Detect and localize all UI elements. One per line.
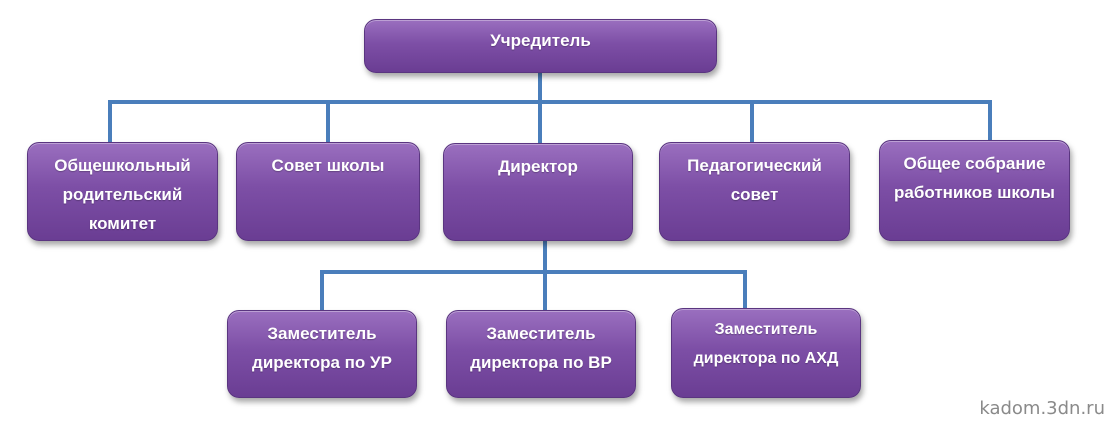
node-pedagogical-council: Педагогический совет <box>659 142 850 241</box>
node-school-council-label: Совет школы <box>271 156 385 175</box>
node-director: Директор <box>443 143 633 241</box>
node-general-assembly: Общее собрание работников школы <box>879 140 1070 241</box>
node-deputy-ur: Заместитель директора по УР <box>227 310 417 398</box>
node-school-council: Совет школы <box>236 142 420 241</box>
node-parents-committee-label: Общешкольный родительский комитет <box>54 156 191 233</box>
node-deputy-vr-label: Заместитель директора по ВР <box>470 324 612 372</box>
node-pedagogical-council-label: Педагогический совет <box>687 156 822 204</box>
node-deputy-ahd-label: Заместитель директора по АХД <box>693 321 839 367</box>
node-founder: Учредитель <box>364 19 717 73</box>
node-general-assembly-label: Общее собрание работников школы <box>894 154 1055 202</box>
node-deputy-vr: Заместитель директора по ВР <box>446 310 636 398</box>
node-deputy-ahd: Заместитель директора по АХД <box>671 308 861 398</box>
node-parents-committee: Общешкольный родительский комитет <box>27 142 218 241</box>
node-founder-label: Учредитель <box>490 31 591 50</box>
watermark-text: kadom.3dn.ru <box>979 398 1105 419</box>
node-director-label: Директор <box>498 157 578 176</box>
node-deputy-ur-label: Заместитель директора по УР <box>252 324 392 372</box>
